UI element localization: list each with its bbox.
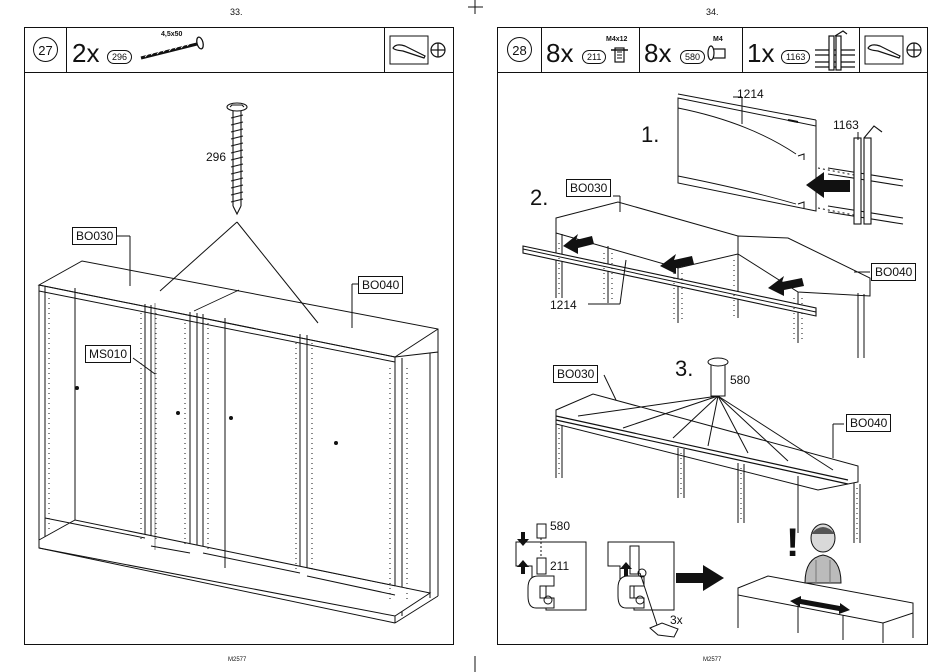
rail-label-1214: 1214: [737, 87, 764, 101]
panel-label-ms010: MS010: [85, 345, 131, 363]
assembly-drawing-right: [498, 28, 929, 646]
screw-callout: 296: [206, 150, 226, 164]
instruction-page-right: 28 8x 211 M4x12 8x 580 M4 1x 11: [497, 27, 928, 645]
assembler-figure: [805, 524, 841, 583]
panel-label-bo040: BO040: [871, 263, 916, 281]
bracket-label-1163: 1163: [833, 118, 859, 132]
page-number-left: 33.: [230, 7, 243, 17]
arrow-icon: [676, 565, 724, 591]
substep-2-number: 2.: [530, 185, 548, 211]
warning-icon: !: [786, 523, 799, 563]
substep-1-number: 1.: [641, 122, 659, 148]
wardrobe-drawing-left: [25, 28, 455, 646]
panel-label-bo030: BO030: [72, 227, 117, 245]
footer-code-left: M2577: [228, 657, 246, 663]
panel-label-bo040: BO040: [358, 276, 403, 294]
detail-nut-label: 580: [550, 519, 570, 533]
rail-label-1214: 1214: [550, 298, 577, 312]
page-number-right: 34.: [706, 7, 719, 17]
detail-bolt-label: 211: [550, 559, 569, 573]
footer-code-right: M2577: [703, 657, 721, 663]
substep-3-number: 3.: [675, 356, 693, 382]
screw-296-drawing: [227, 103, 247, 214]
part-label-580: 580: [730, 373, 750, 387]
panel-label-bo030: BO030: [566, 179, 611, 197]
instruction-page-left: 27 2x 296 4,5x50: [24, 27, 454, 645]
panel-label-bo030: BO030: [553, 365, 598, 383]
screwdriver-qty-label: 3x: [670, 613, 683, 627]
panel-label-bo040: BO040: [846, 414, 891, 432]
